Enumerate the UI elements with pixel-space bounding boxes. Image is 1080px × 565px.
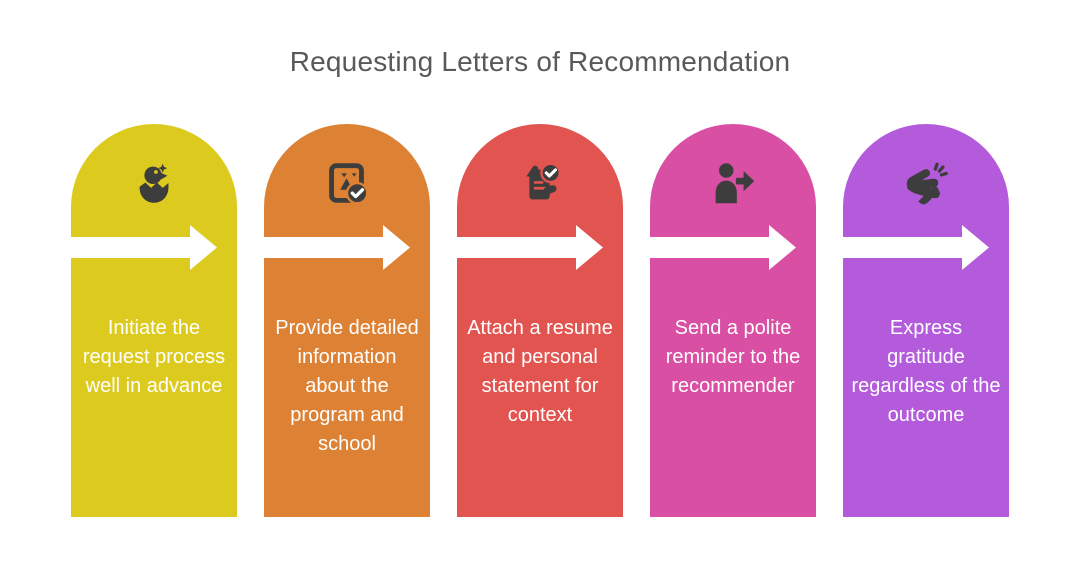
- clapping-hands-icon: [843, 156, 1009, 212]
- step-column-4: Send a polite reminder to the recommende…: [650, 124, 816, 517]
- step-text: Initiate the request process well in adv…: [82, 317, 226, 397]
- checklist-hands-icon: [457, 156, 623, 212]
- hatching-egg-icon: [71, 156, 237, 212]
- right-arrow-icon: [650, 225, 796, 270]
- person-forward-icon: [650, 156, 816, 212]
- right-arrow-icon: [843, 225, 989, 270]
- process-steps: Initiate the request process well in adv…: [71, 124, 1009, 517]
- step-text: Attach a resume and personal statement f…: [467, 317, 613, 426]
- step-text: Send a polite reminder to the recommende…: [665, 317, 801, 397]
- step-text: Provide detailed information about the p…: [275, 317, 419, 455]
- step-column-2: Provide detailed information about the p…: [264, 124, 430, 517]
- right-arrow-icon: [457, 225, 603, 270]
- step-column-5: Express gratitude regardless of the outc…: [843, 124, 1009, 517]
- right-arrow-icon: [264, 225, 410, 270]
- page-title: Requesting Letters of Recommendation: [289, 46, 791, 77]
- step-text: Express gratitude regardless of the outc…: [851, 317, 1001, 426]
- right-arrow-icon: [71, 225, 217, 270]
- document-check-icon: [264, 156, 430, 212]
- step-column-1: Initiate the request process well in adv…: [71, 124, 237, 517]
- step-column-3: Attach a resume and personal statement f…: [457, 124, 623, 517]
